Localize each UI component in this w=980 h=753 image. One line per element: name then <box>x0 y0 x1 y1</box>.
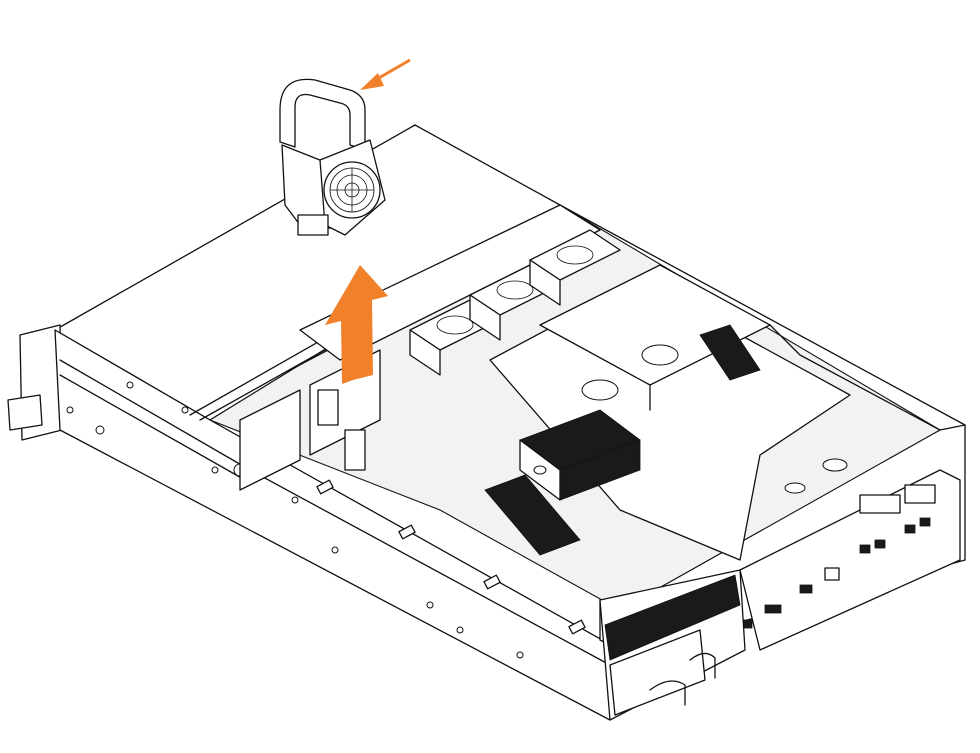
power-supply <box>599 569 746 721</box>
installed-fan-3 <box>529 229 621 306</box>
fan-module <box>279 78 386 236</box>
fan-module-handle <box>279 78 366 151</box>
air-duct <box>489 264 941 561</box>
rear-io-panel <box>739 469 961 651</box>
heatsink <box>484 324 761 556</box>
removal-direction-arrow <box>325 265 388 384</box>
pointer-arrow <box>360 58 411 90</box>
server-chassis <box>7 124 966 721</box>
